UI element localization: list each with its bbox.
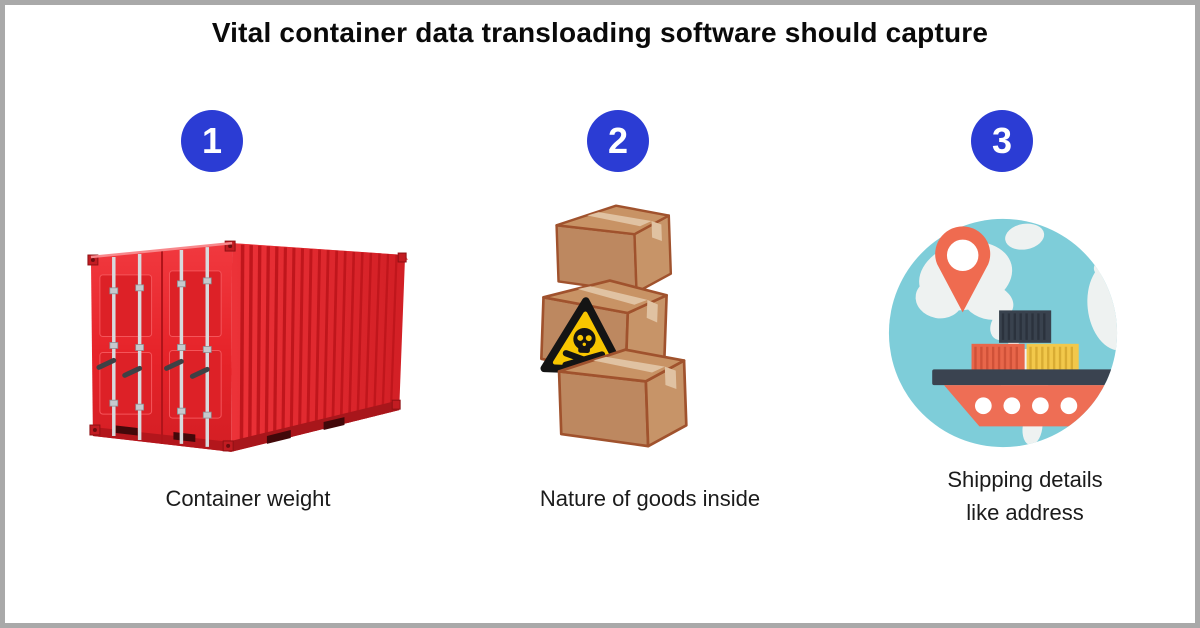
globe-icon bbox=[888, 218, 1118, 448]
step-1-number-badge: 1 bbox=[181, 110, 243, 172]
step-2-caption: Nature of goods inside bbox=[539, 486, 761, 511]
step-3-caption: Shipping details like address bbox=[947, 467, 1103, 525]
step-1-caption: Container weight bbox=[165, 486, 331, 511]
globe-cargo-ship-illustration bbox=[885, 215, 1121, 451]
hazard-boxes-illustration bbox=[528, 202, 703, 452]
cargo-ship-icon bbox=[932, 310, 1118, 427]
step-2-number: 2 bbox=[607, 120, 629, 161]
cardboard-boxes-icon bbox=[539, 202, 689, 451]
step-3-number-badge: 3 bbox=[971, 110, 1033, 172]
page-title: Vital container data transloading softwa… bbox=[211, 17, 989, 48]
location-pin-icon bbox=[935, 226, 991, 313]
shipping-container-icon bbox=[87, 240, 409, 452]
step-3-number: 3 bbox=[991, 120, 1013, 161]
step-2-number-badge: 2 bbox=[587, 110, 649, 172]
red-shipping-container-illustration bbox=[78, 233, 426, 457]
step-1-number: 1 bbox=[201, 120, 223, 161]
